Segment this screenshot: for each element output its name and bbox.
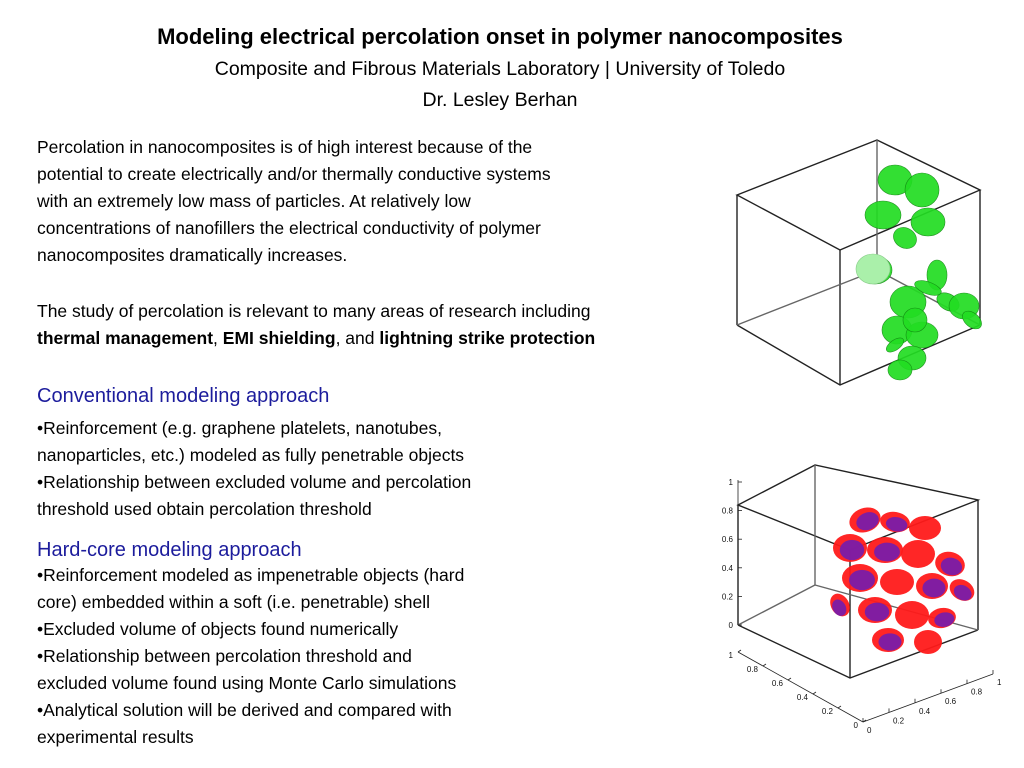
- purple-core: [878, 633, 902, 651]
- green-platelet: [902, 307, 928, 333]
- term-thermal-management: thermal management: [37, 328, 214, 348]
- y-axis: 1 0.8 0.6 0.4 0.2 0: [729, 649, 867, 730]
- green-platelet: [893, 227, 917, 249]
- lab-affiliation: Composite and Fibrous Materials Laborato…: [214, 58, 786, 80]
- green-platelet: [910, 207, 946, 237]
- hard-core-platelet-cube-figure: 1 0.8 0.6 0.4 0.2 0 1 0.8 0.6 0.4 0.2 0 0 0.2 0.4 0.6…: [722, 464, 1002, 735]
- bullet-line: •Excluded volume of objects found numeri…: [37, 619, 399, 639]
- axis-tick-label: 0: [867, 726, 872, 735]
- term-separator: ,: [213, 328, 223, 348]
- bullet-list-conventional: •Reinforcement (e.g. graphene platelets,…: [37, 415, 567, 523]
- axis-tick-label: 0.6: [772, 679, 784, 688]
- author-name: Dr. Lesley Berhan: [422, 89, 578, 111]
- axis-tick-label: 0.6: [945, 697, 957, 706]
- purple-core: [849, 569, 875, 591]
- study-line: The study of percolation is relevant to …: [37, 301, 591, 321]
- bullet-line: •Relationship between percolation thresh…: [37, 646, 412, 666]
- intro-line: potential to create electrically and/or …: [37, 164, 551, 184]
- term-lightning-strike: lightning strike protection: [379, 328, 596, 348]
- green-platelet-cube-figure: [735, 139, 982, 386]
- term-separator: , and: [335, 328, 380, 348]
- bullet-line: core) embedded within a soft (i.e. penet…: [37, 592, 430, 612]
- axis-tick-label: 0.2: [722, 592, 734, 601]
- term-emi-shielding: EMI shielding: [222, 328, 336, 348]
- green-platelet: [962, 310, 982, 330]
- intro-paragraph: Percolation in nanocomposites is of high…: [37, 134, 687, 269]
- bullet-line: excluded volume found using Monte Carlo …: [37, 673, 457, 693]
- axis-tick-label: 1: [729, 478, 734, 487]
- axis-tick-label: 0.6: [722, 535, 734, 544]
- purple-core: [839, 539, 865, 561]
- intro-line: concentrations of nanofillers the electr…: [37, 218, 541, 238]
- purple-core: [940, 557, 963, 576]
- bullet-line: •Relationship between excluded volume an…: [37, 472, 472, 492]
- intro-line: nanocomposites dramatically increases.: [37, 245, 348, 265]
- red-shell-platelet: [909, 516, 941, 540]
- green-platelet: [886, 337, 904, 353]
- purple-core: [922, 578, 946, 598]
- purple-core: [874, 542, 900, 562]
- study-terms-line: thermal management, EMI shielding, and l…: [37, 325, 707, 352]
- axis-tick-label: 1: [729, 651, 734, 660]
- green-platelet: [914, 280, 942, 296]
- red-shell-platelet: [880, 569, 914, 595]
- green-platelet: [887, 359, 913, 381]
- bullet-line: nanoparticles, etc.) modeled as fully pe…: [37, 445, 465, 465]
- purple-core: [864, 602, 890, 622]
- bullet-list-hard-core: •Reinforcement modeled as impenetrable o…: [37, 562, 567, 751]
- section-heading-hard-core: Hard-core modeling approach: [37, 539, 302, 561]
- green-platelet: [864, 200, 902, 230]
- bullet-line: •Reinforcement (e.g. graphene platelets,…: [37, 418, 442, 438]
- section-heading-conventional: Conventional modeling approach: [37, 385, 330, 407]
- bullet-line: •Analytical solution will be derived and…: [37, 700, 452, 720]
- axis-tick-label: 0.4: [919, 707, 931, 716]
- axis-tick-label: 0.8: [722, 507, 734, 516]
- green-platelets: [855, 164, 982, 381]
- red-purple-platelets: [830, 507, 975, 654]
- axis-tick-label: 0.4: [722, 564, 734, 573]
- axis-tick-label: 0.2: [893, 716, 905, 725]
- z-axis: 1 0.8 0.6 0.4 0.2 0: [722, 478, 742, 630]
- axis-tick-label: 0: [729, 621, 734, 630]
- purple-core: [832, 599, 847, 616]
- x-axis: 0 0.2 0.4 0.6 0.8 1: [862, 670, 1002, 735]
- red-shell-platelet: [914, 630, 942, 654]
- page-title: Modeling electrical percolation onset in…: [157, 24, 843, 49]
- purple-core: [856, 512, 879, 531]
- study-paragraph: The study of percolation is relevant to …: [37, 298, 707, 352]
- bullet-line: threshold used obtain percolation thresh…: [37, 499, 372, 519]
- green-platelet: [904, 172, 940, 208]
- green-platelet: [855, 253, 891, 285]
- intro-line: Percolation in nanocomposites is of high…: [37, 137, 533, 157]
- axis-tick-label: 0.4: [797, 693, 809, 702]
- bullet-line: experimental results: [37, 727, 194, 747]
- intro-line: with an extremely low mass of particles.…: [37, 191, 471, 211]
- purple-core: [934, 612, 955, 627]
- axis-tick-label: 0.8: [747, 665, 759, 674]
- axis-tick-label: 0.8: [971, 688, 983, 697]
- axis-tick-label: 1: [997, 678, 1002, 687]
- red-shell-platelet: [895, 601, 929, 629]
- axis-tick-label: 0.2: [822, 707, 834, 716]
- bullet-line: •Reinforcement modeled as impenetrable o…: [37, 565, 465, 585]
- purple-core: [953, 584, 972, 601]
- red-shell-platelet: [901, 540, 935, 568]
- axis-tick-label: 0: [854, 721, 859, 730]
- purple-core: [885, 516, 908, 532]
